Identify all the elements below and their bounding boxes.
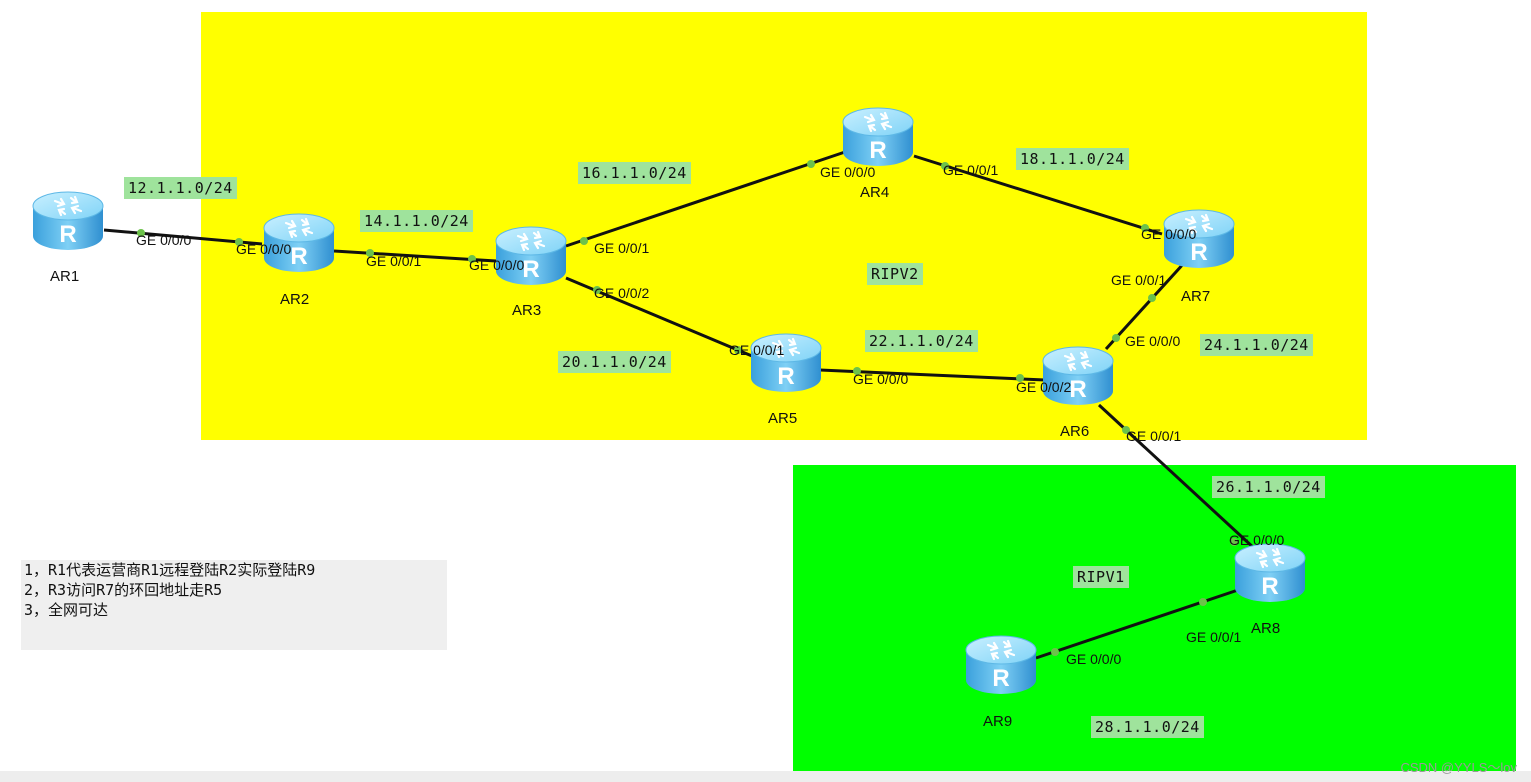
iface-ar3-ge002: GE 0/0/2 [594, 285, 650, 301]
router-icon [31, 188, 105, 254]
iface-ar3-ge001: GE 0/0/1 [594, 240, 650, 256]
port-ar6-ge000 [1112, 334, 1120, 342]
router-ar6[interactable] [1041, 343, 1115, 409]
iface-ar5-ge000: GE 0/0/0 [853, 371, 909, 387]
port-ar9-ge000 [1051, 648, 1059, 656]
port-ar7-ge001 [1148, 294, 1156, 302]
link-ar4-ar7 [913, 154, 1163, 236]
port-ar6-ge002 [1016, 374, 1024, 382]
router-icon [1233, 540, 1307, 606]
router-ar5-label: AR5 [768, 410, 798, 427]
iface-ar7-ge001: GE 0/0/1 [1111, 272, 1167, 288]
port-ar7-ge000 [1141, 224, 1149, 232]
subnet-label-16: 16.1.1.0/24 [578, 162, 691, 184]
port-ar8-ge001 [1199, 598, 1207, 606]
requirements-note: 1，R1代表运营商R1远程登陆R2实际登陆R9 2，R3访问R7的环回地址走R5… [21, 560, 447, 650]
subnet-label-22: 22.1.1.0/24 [865, 330, 978, 352]
router-ar4-label: AR4 [860, 184, 890, 201]
router-ar3-label: AR3 [512, 302, 542, 319]
subnet-label-18: 18.1.1.0/24 [1016, 148, 1129, 170]
iface-ar8-ge000: GE 0/0/0 [1229, 532, 1285, 548]
router-ar5[interactable] [749, 330, 823, 396]
port-ar3-ge000 [468, 255, 476, 263]
footer-bar [0, 771, 1531, 782]
iface-ar4-ge000: GE 0/0/0 [820, 164, 876, 180]
port-ar8-ge000 [1230, 538, 1238, 546]
iface-ar1-ge000: GE 0/0/0 [136, 232, 192, 248]
subnet-label-24: 24.1.1.0/24 [1200, 334, 1313, 356]
iface-ar7-ge000: GE 0/0/0 [1141, 226, 1197, 242]
iface-ar6-ge002: GE 0/0/2 [1016, 379, 1072, 395]
iface-ar2-ge000: GE 0/0/0 [236, 241, 292, 257]
port-ar4-ge001 [941, 162, 949, 170]
router-ar8-label: AR8 [1251, 620, 1281, 637]
port-ar5-ge000 [853, 367, 861, 375]
router-ar9-label: AR9 [983, 713, 1013, 730]
port-ar2-ge001 [366, 249, 374, 257]
subnet-label-20: 20.1.1.0/24 [558, 351, 671, 373]
iface-ar5-ge001: GE 0/0/1 [729, 342, 785, 358]
router-ar8[interactable] [1233, 540, 1307, 606]
protocol-label-ripv2: RIPV2 [867, 263, 923, 285]
router-icon [964, 632, 1038, 698]
iface-ar2-ge001: GE 0/0/1 [366, 253, 422, 269]
subnet-label-14: 14.1.1.0/24 [360, 210, 473, 232]
port-ar3-ge002 [593, 286, 601, 294]
iface-ar8-ge001: GE 0/0/1 [1186, 629, 1242, 645]
port-ar6-ge001 [1122, 426, 1130, 434]
subnet-label-12: 12.1.1.0/24 [124, 177, 237, 199]
note-line: 1，R1代表运营商R1远程登陆R2实际登陆R9 [24, 561, 316, 579]
iface-ar6-ge001: GE 0/0/1 [1126, 428, 1182, 444]
note-line: 3，全网可达 [24, 601, 109, 619]
router-ar4[interactable] [841, 104, 915, 170]
router-ar1[interactable] [31, 188, 105, 254]
iface-ar6-ge000: GE 0/0/0 [1125, 333, 1181, 349]
router-ar6-label: AR6 [1060, 423, 1090, 440]
router-icon [841, 104, 915, 170]
router-ar2-label: AR2 [280, 291, 310, 308]
protocol-label-ripv1: RIPV1 [1073, 566, 1129, 588]
note-line: 2，R3访问R7的环回地址走R5 [24, 581, 223, 599]
subnet-label-26: 26.1.1.0/24 [1212, 476, 1325, 498]
port-ar2-ge000 [235, 238, 243, 246]
router-icon [494, 223, 568, 289]
port-ar3-ge001 [580, 237, 588, 245]
router-ar7-label: AR7 [1181, 288, 1211, 305]
iface-ar4-ge001: GE 0/0/1 [943, 162, 999, 178]
router-ar3[interactable] [494, 223, 568, 289]
iface-ar9-ge000: GE 0/0/0 [1066, 651, 1122, 667]
port-ar4-ge000 [807, 160, 815, 168]
port-ar5-ge001 [734, 346, 742, 354]
router-ar9[interactable] [964, 632, 1038, 698]
subnet-label-28: 28.1.1.0/24 [1091, 716, 1204, 738]
router-icon [749, 330, 823, 396]
watermark: CSDN @YYLS～lov [1400, 760, 1517, 775]
router-icon [1041, 343, 1115, 409]
link-ar6-ar7 [1104, 260, 1187, 351]
iface-ar3-ge000: GE 0/0/0 [469, 257, 525, 273]
link-ar3-ar4 [565, 150, 846, 248]
router-ar1-label: AR1 [50, 268, 80, 285]
link-ar8-ar9 [1035, 588, 1239, 660]
port-ar1-ge000 [137, 229, 145, 237]
